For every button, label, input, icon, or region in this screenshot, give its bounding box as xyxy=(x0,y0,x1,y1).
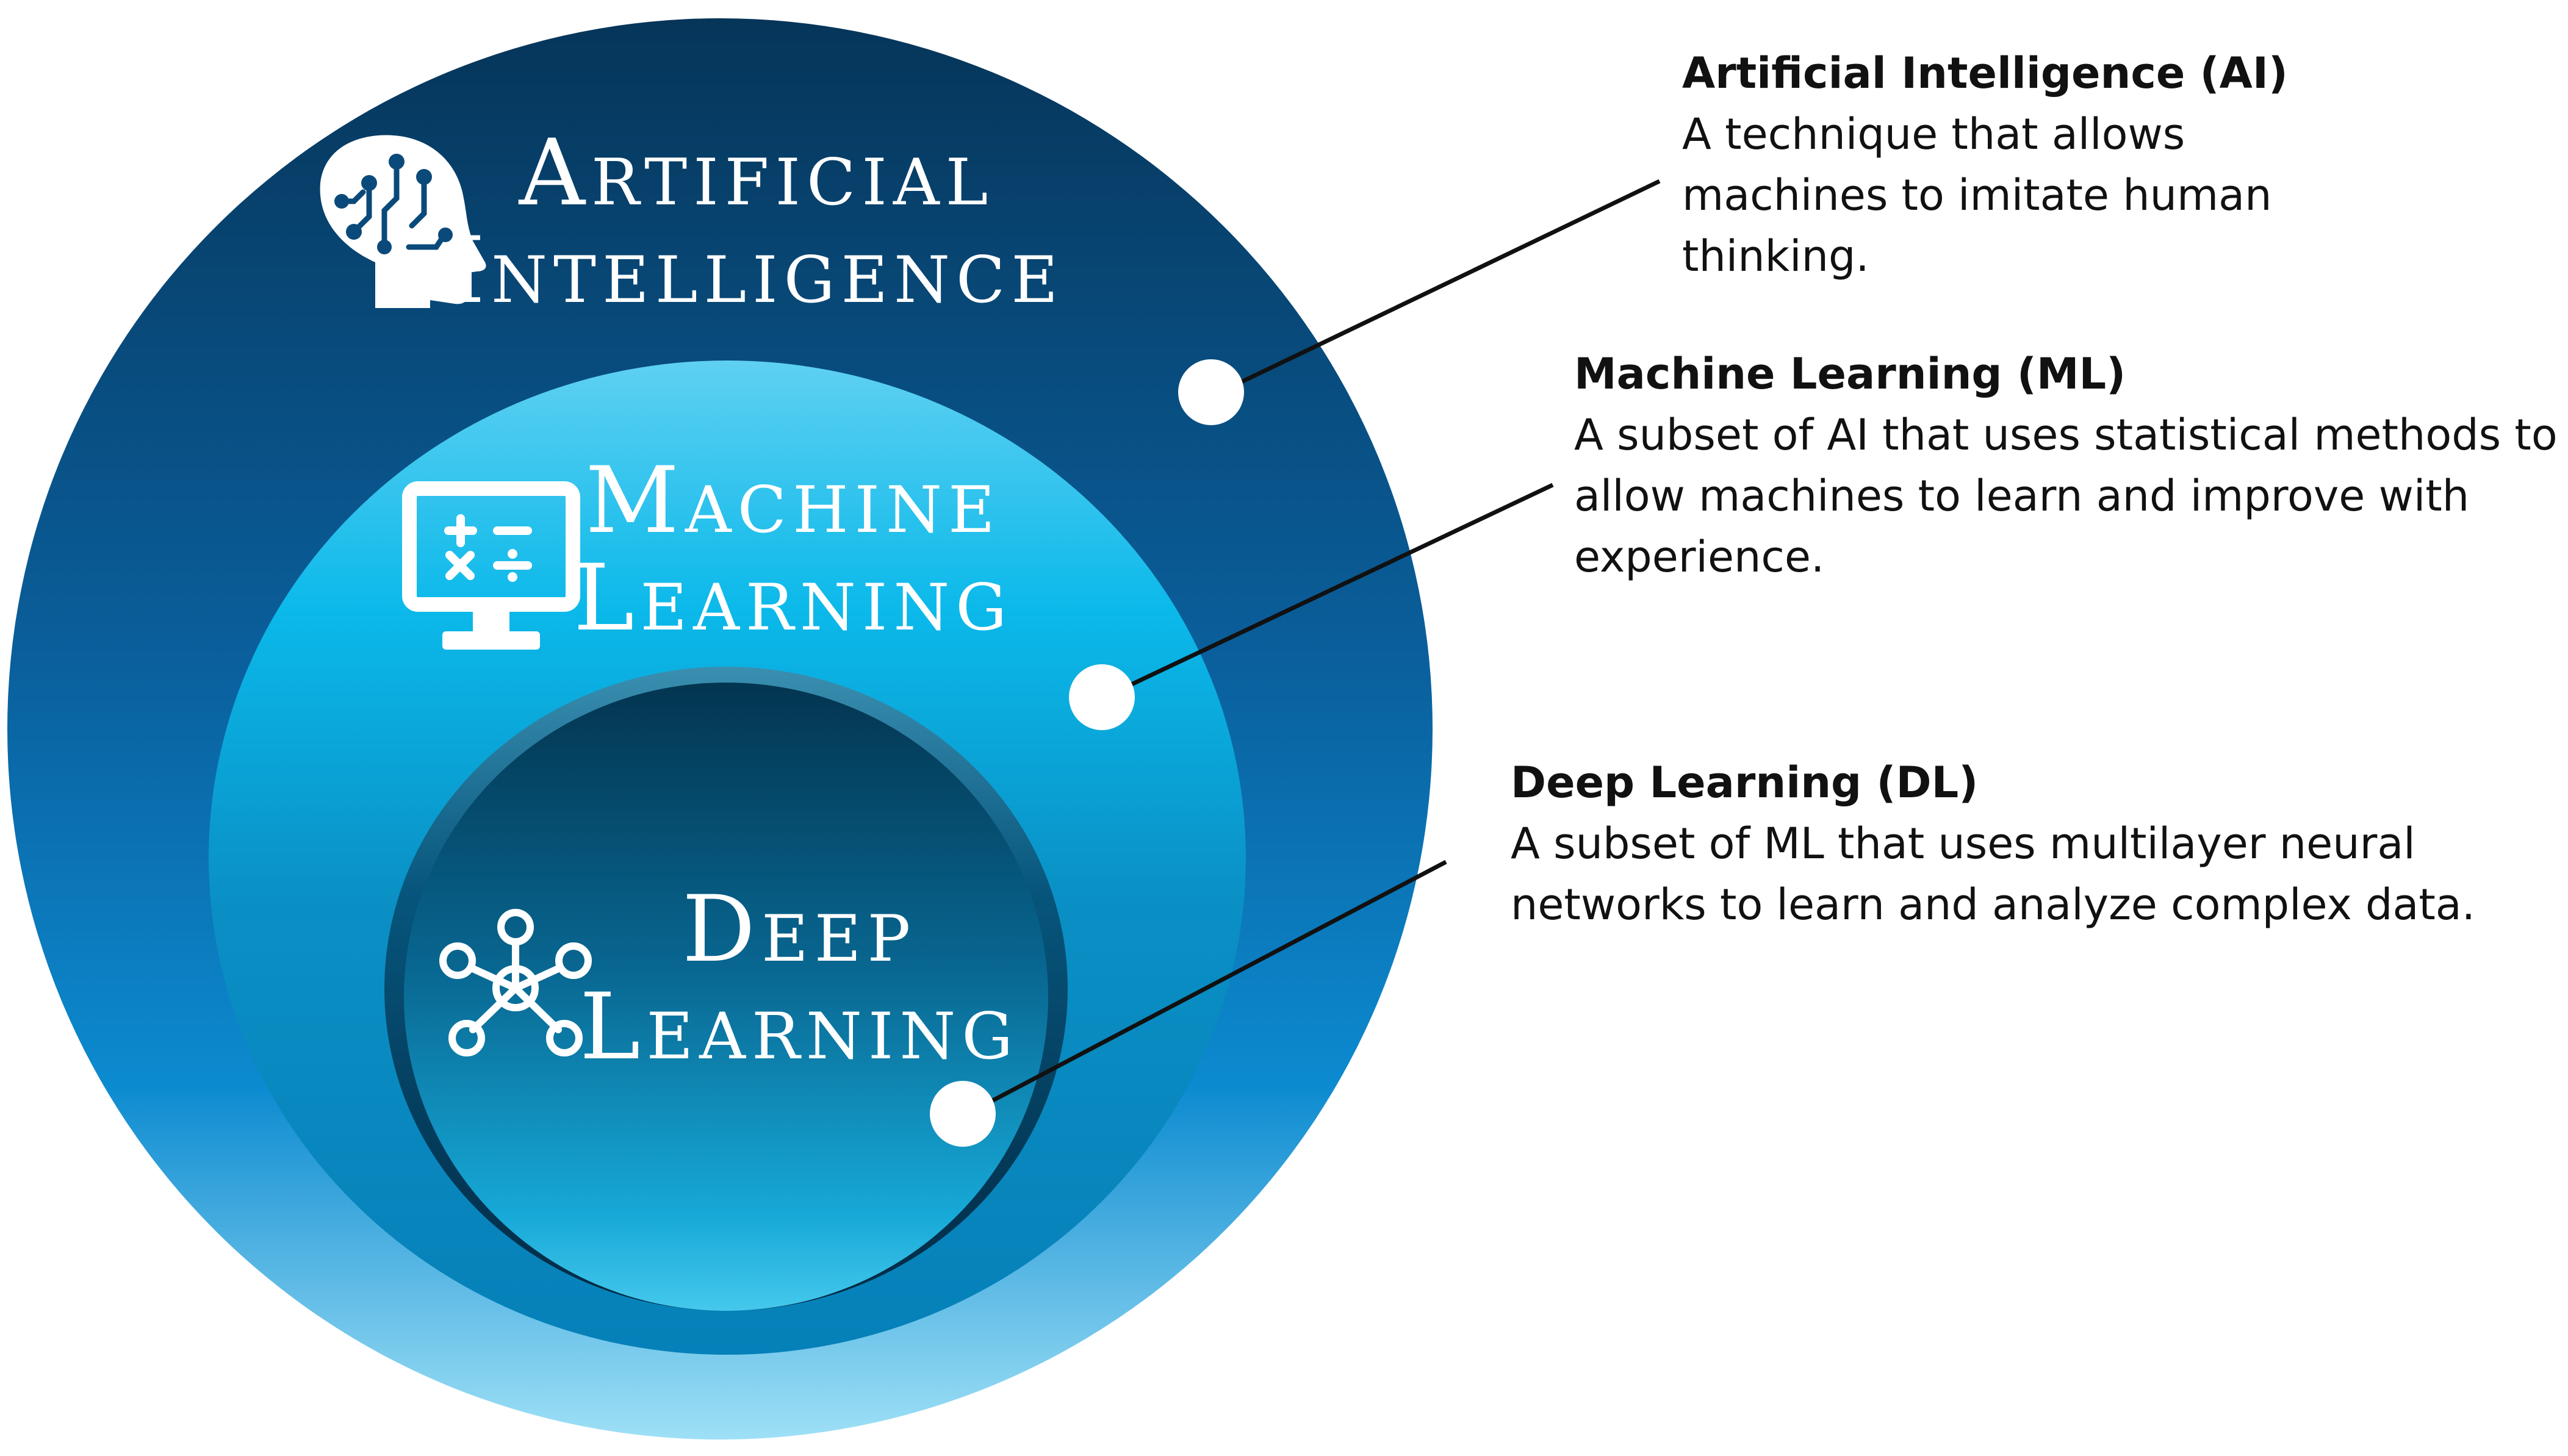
ml-title-line1: Machine xyxy=(585,448,1001,554)
ml-description: Machine Learning (ML) A subset of AI tha… xyxy=(1574,343,2558,587)
ai-description-line: machines to imitate human xyxy=(1682,170,2272,220)
ml-connector-line xyxy=(1101,482,1554,701)
ml-description-line: allow machines to learn and improve with xyxy=(1574,471,2470,521)
ai-description-line: thinking. xyxy=(1682,231,1869,281)
computer-monitor-math-icon xyxy=(402,481,580,650)
ai-description: Artificial Intelligence (AI) A technique… xyxy=(1682,43,2288,287)
ai-title-line1: Artificial xyxy=(519,120,994,226)
dl-marker-dot xyxy=(930,1081,996,1147)
ml-description-heading: Machine Learning (ML) xyxy=(1574,349,2126,399)
ai-marker-dot xyxy=(1178,359,1244,425)
ml-description-line: A subset of AI that uses statistical met… xyxy=(1574,410,2558,460)
dl-description-heading: Deep Learning (DL) xyxy=(1511,758,1979,808)
ai-head-icon xyxy=(320,135,486,308)
dl-title-line1: Deep xyxy=(682,877,916,983)
dl-circle xyxy=(404,683,1048,1311)
ml-marker-dot xyxy=(1069,664,1135,730)
ai-description-heading: Artificial Intelligence (AI) xyxy=(1682,48,2288,98)
ai-connector-line xyxy=(1210,179,1661,399)
neural-network-icon xyxy=(439,909,592,1056)
dl-connector-line xyxy=(962,859,1447,1119)
dl-description-line: networks to learn and analyze complex da… xyxy=(1511,880,2475,930)
dl-description: Deep Learning (DL) A subset of ML that u… xyxy=(1511,752,2475,935)
ai-title-line2: Intelligence xyxy=(449,218,1064,324)
dl-title-line2: Learning xyxy=(580,974,1019,1080)
ml-description-line: experience. xyxy=(1574,532,1825,582)
ml-title-line2: Learning xyxy=(574,545,1013,651)
dl-description-line: A subset of ML that uses multilayer neur… xyxy=(1511,819,2415,869)
ai-description-line: A technique that allows xyxy=(1682,109,2185,159)
